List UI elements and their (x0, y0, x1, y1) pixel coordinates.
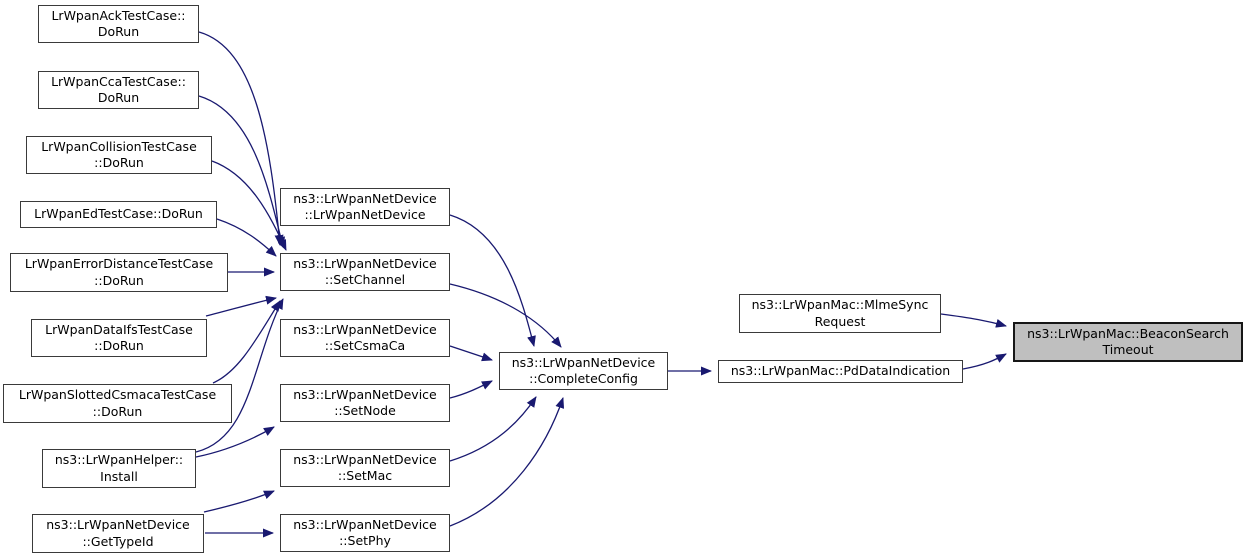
edge-LrWpanNetDevice-LrWpanNetDevice--to--LrWpanNetDevice-CompleteConfig (449, 214, 536, 347)
node-LrWpanCcaTestCase-DoRun[interactable]: LrWpanCcaTestCase::DoRun (38, 71, 199, 109)
node-label-line: Install (100, 468, 138, 484)
node-label-line: LrWpanCcaTestCase:: (51, 73, 186, 89)
edge-LrWpanCcaTestCase-DoRun--to--LrWpanNetDevice-SetChannel (198, 95, 286, 248)
node-LrWpanEdTestCase-DoRun[interactable]: LrWpanEdTestCase::DoRun (20, 201, 217, 228)
node-label-line: LrWpanEdTestCase::DoRun (34, 206, 203, 222)
node-label-line: DoRun (97, 90, 140, 105)
edge-LrWpanNetDevice-SetCsmaCa--to--LrWpanNetDevice-CompleteConfig (449, 345, 493, 362)
node-label-line: ns3::LrWpanNetDevice (293, 516, 437, 532)
edge-LrWpanNetDevice-SetChannel--to--LrWpanNetDevice-CompleteConfig (449, 283, 562, 348)
edge-LrWpanNetDevice-SetMac--to--LrWpanNetDevice-CompleteConfig (449, 396, 537, 462)
edge-LrWpanNetDevice-GetTypeId--to--LrWpanNetDevice-SetMac (203, 490, 275, 513)
node-label-line: Timeout (1102, 342, 1154, 357)
node-LrWpanNetDevice-CompleteConfig[interactable]: ns3::LrWpanNetDevice::CompleteConfig (499, 352, 668, 390)
node-label-line: DoRun (97, 24, 140, 39)
node-LrWpanAckTestCase-DoRun[interactable]: LrWpanAckTestCase::DoRun (38, 5, 199, 43)
node-label-line: LrWpanDataIfsTestCase (45, 321, 193, 337)
node-label-line: ns3::LrWpanMac::MlmeSync (751, 297, 929, 312)
edge-LrWpanAckTestCase-DoRun--to--LrWpanNetDevice-SetChannel (198, 31, 284, 246)
edge-LrWpanNetDevice-SetPhy--to--LrWpanNetDevice-CompleteConfig (449, 397, 565, 527)
node-label-line: ::SetPhy (339, 533, 391, 548)
node-LrWpanNetDevice-LrWpanNetDevice[interactable]: ns3::LrWpanNetDevice::LrWpanNetDevice (280, 188, 450, 226)
edge-LrWpanHelper-Install--to--LrWpanNetDevice-SetNode (195, 426, 275, 458)
node-label-line: ::SetChannel (324, 272, 406, 287)
edge-LrWpanHelper-Install--to--LrWpanNetDevice-SetChannel (195, 298, 284, 453)
edge-LrWpanCollisionTestCase-DoRun--to--LrWpanNetDevice-SetChannel (211, 160, 287, 251)
node-LrWpanDataIfsTestCase-DoRun[interactable]: LrWpanDataIfsTestCase::DoRun (31, 319, 207, 357)
node-LrWpanNetDevice-SetNode[interactable]: ns3::LrWpanNetDevice::SetNode (280, 384, 450, 422)
node-label-line: ::DoRun (94, 272, 144, 288)
node-label-line: ::DoRun (94, 155, 144, 170)
node-label-line: ns3::LrWpanNetDevice (293, 321, 437, 337)
node-LrWpanErrorDistanceTestCase-DoRun[interactable]: LrWpanErrorDistanceTestCase::DoRun (10, 253, 228, 292)
node-label-line: ::LrWpanNetDevice (304, 207, 426, 222)
node-label-line: LrWpanErrorDistanceTestCase (24, 256, 214, 271)
node-LrWpanSlottedCsmacaTestCase-DoRun[interactable]: LrWpanSlottedCsmacaTestCase::DoRun (3, 384, 232, 423)
node-label-line: ns3::LrWpanNetDevice (46, 517, 190, 532)
node-label-line: ns3::LrWpanNetDevice (511, 354, 656, 370)
node-label-line: ::SetMac (337, 468, 393, 483)
node-LrWpanNetDevice-GetTypeId[interactable]: ns3::LrWpanNetDevice::GetTypeId (32, 514, 204, 553)
edge-LrWpanMac-PdDataIndication--to--LrWpanMac-BeaconSearchTimeout (962, 353, 1007, 370)
node-label-line: ::CompleteConfig (529, 371, 638, 386)
node-label-line: ::SetNode (334, 403, 396, 418)
node-LrWpanNetDevice-SetPhy[interactable]: ns3::LrWpanNetDevice::SetPhy (280, 514, 450, 552)
node-label-line: ::DoRun (94, 338, 144, 353)
edge-LrWpanDataIfsTestCase-DoRun--to--LrWpanNetDevice-SetChannel (205, 295, 277, 317)
edge-LrWpanSlottedCsmacaTestCase-DoRun--to--LrWpanNetDevice-SetChannel (212, 300, 281, 384)
node-LrWpanCollisionTestCase-DoRun[interactable]: LrWpanCollisionTestCase::DoRun (26, 136, 212, 174)
node-label-line: LrWpanAckTestCase:: (51, 7, 186, 23)
node-LrWpanNetDevice-SetCsmaCa[interactable]: ns3::LrWpanNetDevice::SetCsmaCa (280, 319, 450, 357)
node-label-line: LrWpanCollisionTestCase (41, 138, 197, 154)
node-LrWpanNetDevice-SetChannel[interactable]: ns3::LrWpanNetDevice::SetChannel (280, 253, 450, 291)
node-LrWpanHelper-Install[interactable]: ns3::LrWpanHelper::Install (42, 449, 196, 488)
edge-LrWpanNetDevice-SetNode--to--LrWpanNetDevice-CompleteConfig (449, 380, 493, 399)
node-label-line: ns3::LrWpanHelper:: (54, 452, 184, 467)
node-LrWpanMac-PdDataIndication[interactable]: ns3::LrWpanMac::PdDataIndication (718, 360, 963, 383)
node-label-line: ns3::LrWpanMac::PdDataIndication (730, 363, 951, 379)
node-label-line: Request (814, 313, 866, 329)
node-label-line: ns3::LrWpanNetDevice (293, 190, 437, 206)
node-label-line: ns3::LrWpanMac::BeaconSearch (1027, 325, 1229, 341)
node-label-line: ::DoRun (92, 403, 143, 419)
node-label-line: ::SetCsmaCa (324, 338, 406, 353)
node-LrWpanNetDevice-SetMac[interactable]: ns3::LrWpanNetDevice::SetMac (280, 449, 450, 487)
node-label-line: ns3::LrWpanNetDevice (293, 451, 437, 467)
node-label-line: ns3::LrWpanNetDevice (293, 386, 437, 402)
edge-LrWpanEdTestCase-DoRun--to--LrWpanNetDevice-SetChannel (216, 218, 277, 257)
edge-LrWpanMac-MlmeSyncRequest--to--LrWpanMac-BeaconSearchTimeout (940, 313, 1007, 328)
node-label-line: ::GetTypeId (82, 533, 154, 549)
node-label-line: ns3::LrWpanNetDevice (293, 255, 437, 271)
node-label-line: LrWpanSlottedCsmacaTestCase (18, 387, 217, 402)
